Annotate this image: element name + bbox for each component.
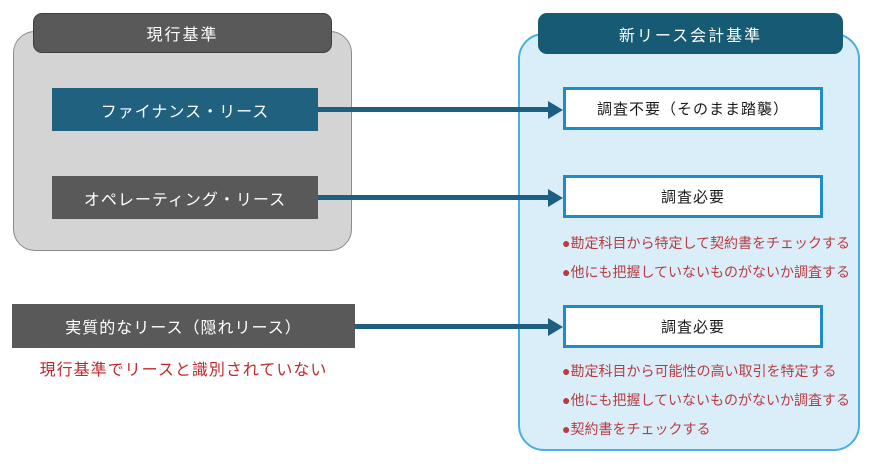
survey-bullet-list-1: ●勘定科目から特定して契約書をチェックする ●他にも把握していないものがないか調…: [562, 229, 850, 287]
finance-to-no-survey-arrow: [318, 107, 548, 112]
no-survey-needed-label: 調査不要（そのまま踏襲）: [596, 101, 789, 118]
hidden-lease-label: 実質的なリース（隠れリース）: [65, 320, 302, 337]
operating-lease-label: オペレーティング・リース: [83, 191, 287, 209]
finance-lease-box: ファイナンス・リース: [52, 88, 318, 131]
current-standard-header-label: 現行基準: [146, 27, 219, 44]
survey-bullet-list-2: ●勘定科目から可能性の高い取引を特定する ●他にも把握していないものがないか調査…: [562, 357, 850, 444]
bullet-item: ●他にも把握していないものがないか調査する: [562, 392, 851, 408]
new-standard-header: 新リース会計基準: [538, 13, 843, 54]
survey-needed-box-2: 調査必要: [563, 305, 823, 348]
hidden-lease-to-survey-arrow: [355, 324, 548, 329]
bullet-item: ●契約書をチェックする: [562, 421, 711, 437]
finance-lease-label: ファイナンス・リース: [100, 103, 270, 121]
new-standard-header-label: 新リース会計基準: [618, 27, 763, 45]
survey-needed-label-1: 調査必要: [660, 189, 725, 206]
operating-to-survey-arrow: [318, 195, 548, 200]
bullet-item: ●勘定科目から特定して契約書をチェックする: [562, 235, 851, 251]
bullet-item: ●勘定科目から可能性の高い取引を特定する: [562, 363, 837, 379]
hidden-lease-box: 実質的なリース（隠れリース）: [12, 304, 355, 348]
survey-needed-label-2: 調査必要: [660, 319, 725, 336]
current-standard-header: 現行基準: [33, 13, 332, 53]
survey-needed-box-1: 調査必要: [563, 175, 823, 218]
bullet-item: ●他にも把握していないものがないか調査する: [562, 264, 851, 280]
operating-lease-box: オペレーティング・リース: [52, 176, 318, 219]
hidden-lease-note: 現行基準でリースと識別されていない: [39, 362, 328, 379]
no-survey-needed-box: 調査不要（そのまま踏襲）: [563, 87, 823, 130]
